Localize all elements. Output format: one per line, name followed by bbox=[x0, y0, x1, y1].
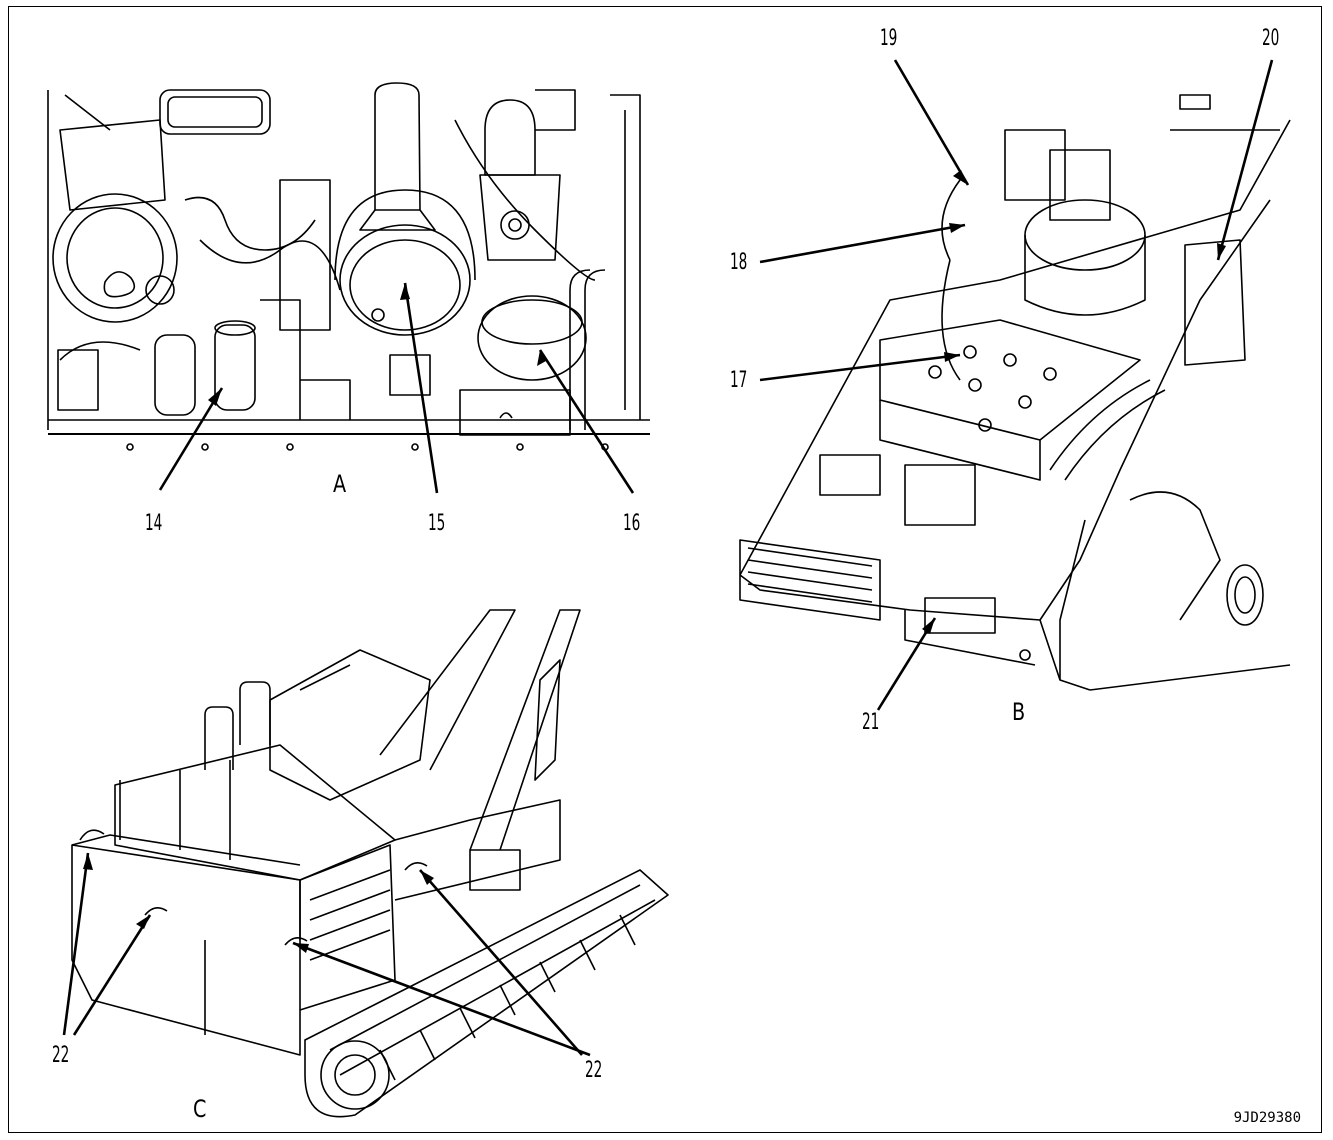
callout-18: 18 bbox=[730, 250, 748, 275]
callout-16: 16 bbox=[623, 511, 641, 536]
leader-17 bbox=[759, 353, 961, 382]
callout-17: 17 bbox=[730, 368, 748, 393]
view-a-drawing bbox=[47, 82, 650, 451]
leader-20 bbox=[1216, 59, 1274, 261]
view-label-b: B bbox=[1012, 698, 1026, 726]
view-label-c: C bbox=[193, 1095, 207, 1123]
leader-15 bbox=[403, 282, 439, 494]
callout-21: 21 bbox=[862, 710, 880, 735]
leader-22b bbox=[72, 914, 152, 1036]
leader-22a bbox=[62, 852, 90, 1036]
callout-20: 20 bbox=[1262, 26, 1280, 51]
arrowheads bbox=[83, 170, 1226, 953]
callout-14: 14 bbox=[145, 511, 163, 536]
callout-15: 15 bbox=[428, 511, 446, 536]
figure-id: 9JD29380 bbox=[1233, 1110, 1301, 1126]
callout-22-right: 22 bbox=[585, 1058, 603, 1083]
view-b-drawing bbox=[739, 94, 1291, 691]
view-label-a: A bbox=[333, 470, 347, 498]
view-c-drawing bbox=[71, 609, 669, 1118]
leader-18 bbox=[759, 223, 966, 264]
callout-22-left: 22 bbox=[52, 1043, 70, 1068]
leader-16 bbox=[538, 349, 635, 494]
leader-14 bbox=[158, 387, 224, 491]
callout-19: 19 bbox=[880, 26, 898, 51]
leader-21 bbox=[876, 617, 937, 711]
figure-border bbox=[8, 6, 1322, 1133]
leader-19 bbox=[893, 59, 970, 186]
leader-22d bbox=[292, 941, 591, 1057]
leader-lines bbox=[62, 59, 1274, 1057]
leader-22c bbox=[419, 869, 583, 1056]
